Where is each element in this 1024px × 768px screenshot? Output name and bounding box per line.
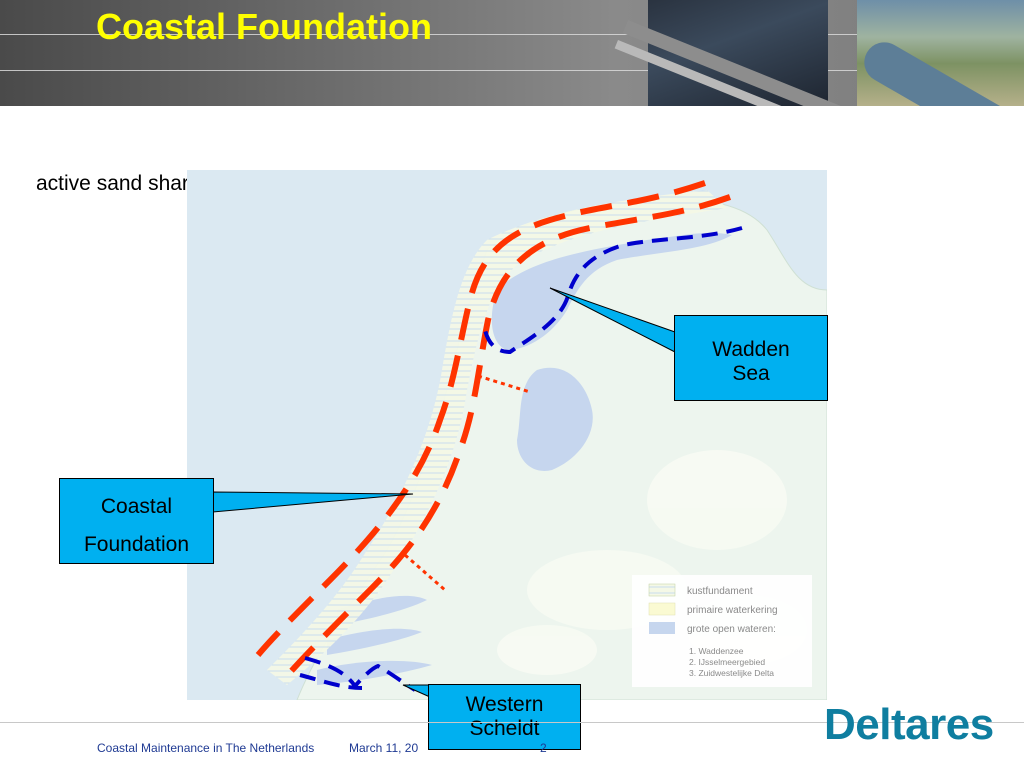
callout-coastal-foundation: Coastal Foundation: [59, 478, 214, 564]
legend-list-item: 1. Waddenzee: [689, 646, 744, 656]
legend-list-item: 2. IJsselmeergebied: [689, 657, 765, 667]
callout-western-scheldt: Western Scheldt: [428, 684, 581, 750]
footer-title: Coastal Maintenance in The Netherlands: [97, 741, 315, 755]
coast-aerial-photo: [857, 0, 1024, 106]
map-legend: kustfundament primaire waterkering grote…: [632, 575, 812, 687]
legend-label: kustfundament: [687, 586, 753, 597]
callout-label: Sea: [732, 362, 770, 385]
page-title: Coastal Foundation: [96, 6, 432, 47]
footer-page-number: 2: [540, 741, 547, 755]
callout-label: Coastal: [100, 495, 173, 518]
header-rule: [0, 70, 1024, 71]
callout-label: Wadden: [712, 338, 790, 361]
footer-divider: [0, 722, 1024, 723]
callout-wadden-sea: Wadden Sea: [674, 315, 828, 401]
legend-swatch-open-water: [649, 622, 675, 634]
header-rule: [0, 34, 1024, 35]
footer-date: March 11, 20: [349, 741, 419, 755]
legend-swatch-waterkering: [648, 602, 676, 616]
netherlands-coast-map: kustfundament primaire waterkering grote…: [187, 170, 827, 700]
legend-label: primaire waterkering: [687, 605, 778, 616]
callout-label: Scheldt: [469, 717, 540, 740]
header-banner: Coastal Foundation: [0, 0, 1024, 106]
bridge-photo: [614, 0, 860, 106]
legend-swatch-kustfundament: [648, 583, 676, 597]
callout-label: Western: [465, 693, 544, 716]
legend-label: grote open wateren:: [687, 624, 776, 635]
deltares-logo: Deltares: [824, 700, 994, 749]
callout-label: Foundation: [83, 533, 190, 556]
legend-list-item: 3. Zuidwestelijke Delta: [689, 668, 774, 678]
